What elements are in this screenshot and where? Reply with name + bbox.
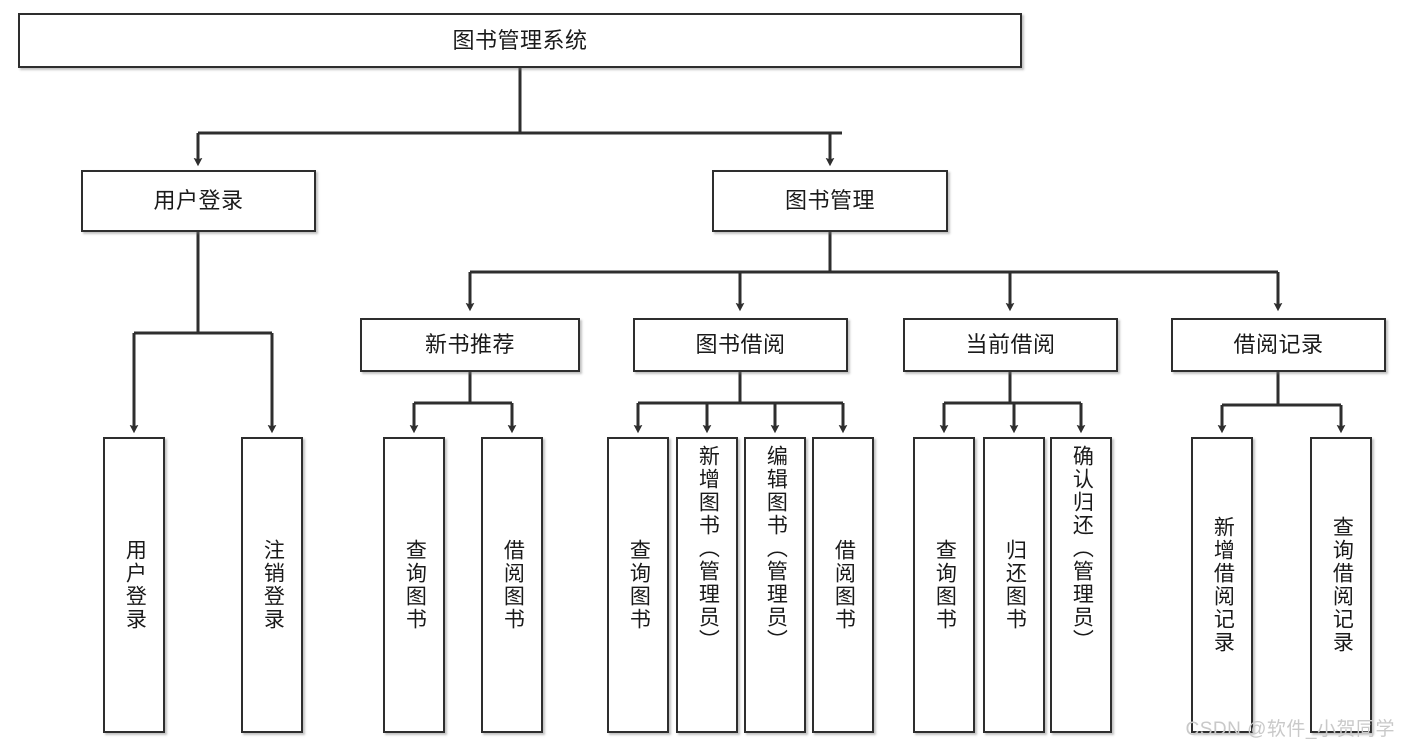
leaf-query-borrow-record-label: 查询借阅记录 [1330,516,1354,654]
leaf-add-book-admin[interactable]: 新增图书（管理员） [676,437,738,733]
node-borrow-records[interactable]: 借阅记录 [1171,318,1386,372]
node-user-login-label: 用户登录 [153,188,244,214]
node-root-label: 图书管理系统 [452,27,588,53]
leaf-return-book[interactable]: 归还图书 [983,437,1045,733]
leaf-confirm-return-admin-label: 确认归还（管理员） [1070,445,1094,652]
leaf-logout-label: 注销登录 [261,539,285,631]
leaf-add-book-admin-label: 新增图书（管理员） [696,445,720,652]
node-current-borrow[interactable]: 当前借阅 [903,318,1118,372]
leaf-query-book-recommend-label: 查询图书 [403,539,427,631]
leaf-edit-book-admin-label: 编辑图书（管理员） [764,445,788,652]
leaf-return-book-label: 归还图书 [1003,539,1027,631]
leaf-query-book-borrow[interactable]: 查询图书 [607,437,669,733]
leaf-borrow-book-label: 借阅图书 [832,539,856,631]
leaf-add-borrow-record-label: 新增借阅记录 [1211,516,1235,654]
node-user-login[interactable]: 用户登录 [81,170,316,232]
node-borrow-records-label: 借阅记录 [1233,332,1324,358]
node-book-management[interactable]: 图书管理 [712,170,948,232]
node-new-book-recommend[interactable]: 新书推荐 [360,318,580,372]
node-book-management-label: 图书管理 [784,188,875,214]
leaf-user-login-label: 用户登录 [123,539,147,631]
watermark-text: CSDN @软件_小贺同学 [1185,719,1395,740]
node-root[interactable]: 图书管理系统 [18,13,1022,68]
leaf-logout[interactable]: 注销登录 [241,437,303,733]
leaf-borrow-book-recommend[interactable]: 借阅图书 [481,437,543,733]
node-book-borrow-label: 图书借阅 [695,332,786,358]
leaf-query-book-borrow-label: 查询图书 [627,539,651,631]
node-new-book-recommend-label: 新书推荐 [424,332,515,358]
node-current-borrow-label: 当前借阅 [965,332,1056,358]
leaf-borrow-book-recommend-label: 借阅图书 [501,539,525,631]
leaf-query-book-recommend[interactable]: 查询图书 [383,437,445,733]
leaf-query-borrow-record[interactable]: 查询借阅记录 [1310,437,1372,733]
leaf-query-book-current-label: 查询图书 [933,539,957,631]
leaf-edit-book-admin[interactable]: 编辑图书（管理员） [744,437,806,733]
leaf-confirm-return-admin[interactable]: 确认归还（管理员） [1050,437,1112,733]
node-book-borrow[interactable]: 图书借阅 [633,318,848,372]
leaf-user-login[interactable]: 用户登录 [103,437,165,733]
leaf-add-borrow-record[interactable]: 新增借阅记录 [1191,437,1253,733]
leaf-borrow-book[interactable]: 借阅图书 [812,437,874,733]
leaf-query-book-current[interactable]: 查询图书 [913,437,975,733]
